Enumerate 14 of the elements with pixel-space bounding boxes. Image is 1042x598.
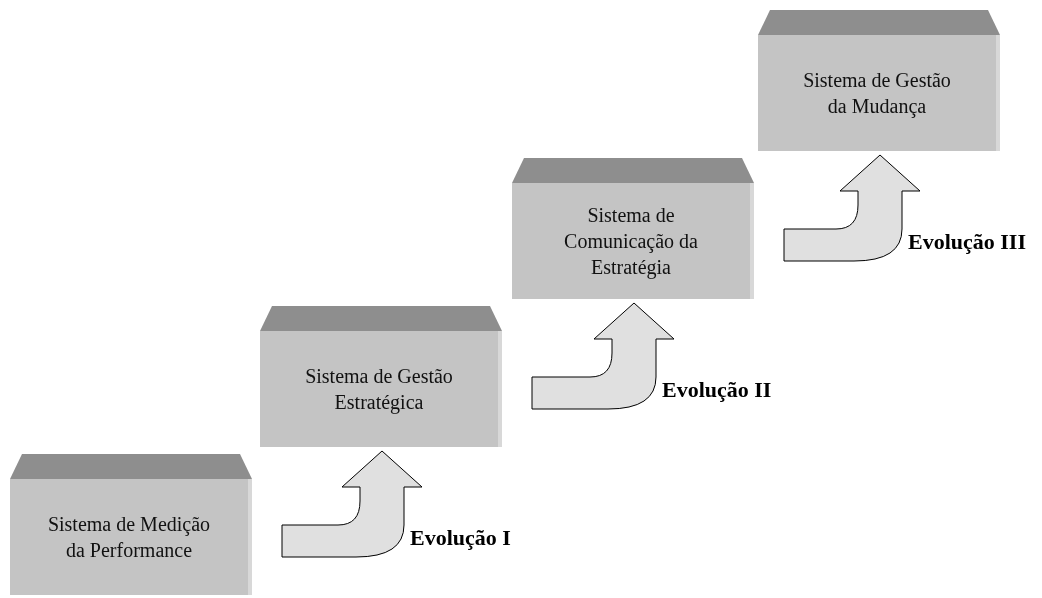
raised-block	[10, 454, 252, 595]
edge-label: Evolução I	[410, 527, 511, 549]
edge-label: Evolução II	[662, 379, 772, 401]
edge-label: Evolução III	[908, 231, 1026, 253]
raised-block	[512, 158, 754, 299]
curved-block-arrow	[783, 154, 921, 262]
curved-block-arrow	[531, 302, 675, 410]
block-title: Sistema de Gestão Estratégica	[304, 364, 454, 415]
curved-block-arrow	[281, 450, 423, 558]
block-title: Sistema de Gestão da Mudança	[802, 68, 952, 119]
raised-block	[758, 10, 1000, 151]
block-title: Sistema de Comunicação da Estratégia	[563, 203, 699, 280]
block-title: Sistema de Medição da Performance	[46, 512, 212, 563]
raised-block	[260, 306, 502, 447]
